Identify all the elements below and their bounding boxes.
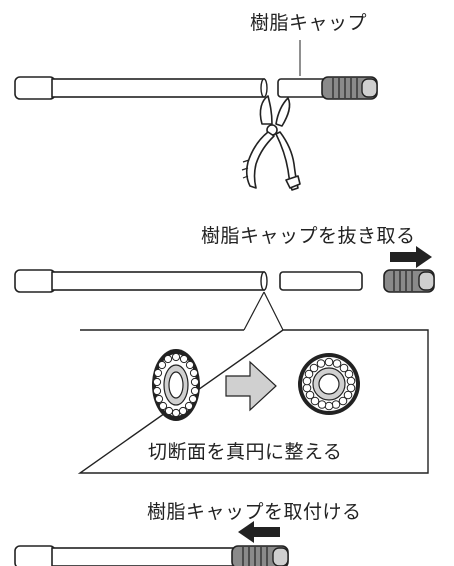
callout-lines xyxy=(243,291,284,331)
step1-resin-cap xyxy=(321,76,378,100)
step3-cable xyxy=(14,545,239,566)
step1-cable-left xyxy=(14,76,268,100)
detail-caption: 切断面を真円に整える xyxy=(148,441,343,463)
gray-arrow-icon xyxy=(225,360,277,412)
cross-section-round-icon xyxy=(298,353,360,415)
step1-caption: 樹脂キャップ xyxy=(250,12,368,34)
arrow-left-icon xyxy=(238,521,280,543)
wire-cutter-icon xyxy=(241,95,301,191)
step3-caption: 樹脂キャップを取付ける xyxy=(147,501,362,523)
step2-caption: 樹脂キャップを抜き取る xyxy=(201,225,416,247)
step2-resin-cap xyxy=(383,269,435,293)
detail-box xyxy=(77,329,429,474)
cross-section-oval-icon xyxy=(152,349,200,421)
arrow-right-icon xyxy=(390,246,432,268)
step2-cable-left xyxy=(14,269,268,293)
step3-resin-cap xyxy=(231,545,289,566)
step2-cable-right xyxy=(279,271,363,291)
